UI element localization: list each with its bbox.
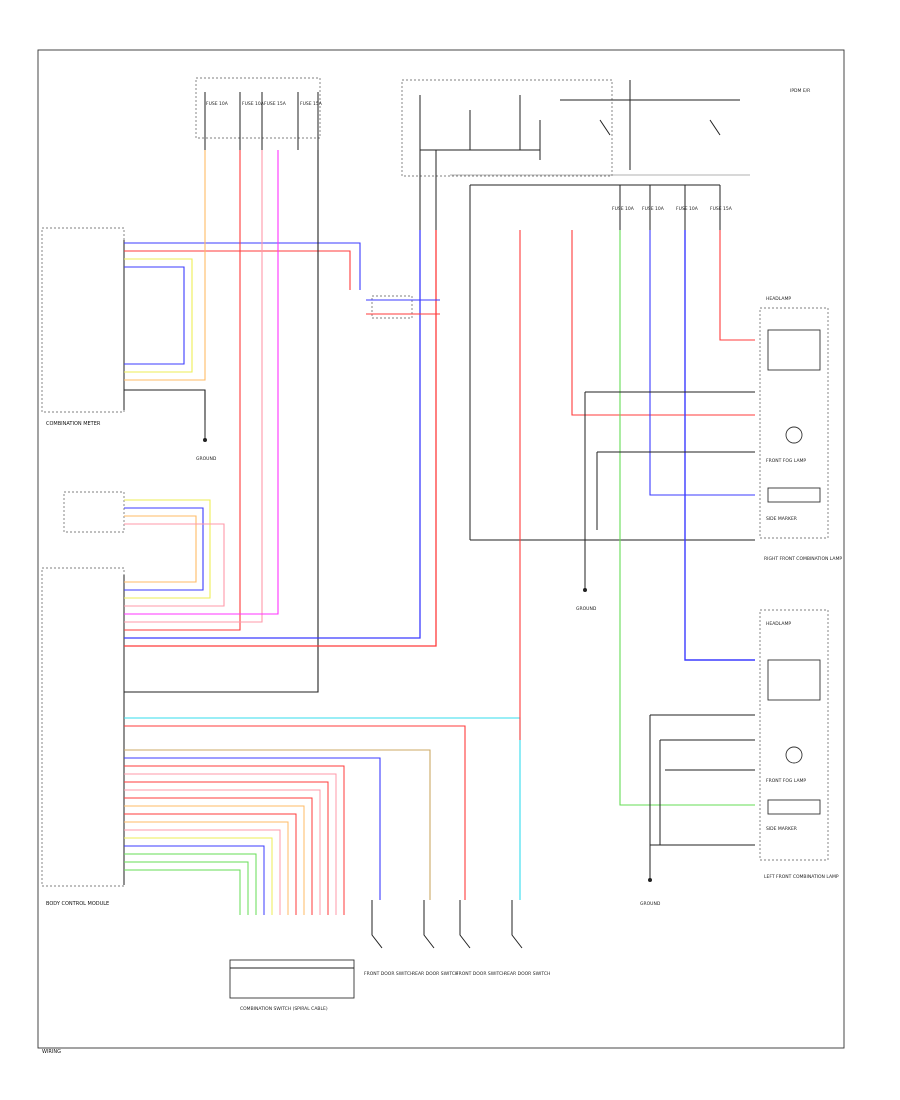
fuse-block-left	[195, 77, 321, 139]
bcm-switch-bundle	[124, 765, 345, 915]
combination-meter-label: COMBINATION METER	[46, 421, 101, 427]
ground-label-2: GROUND	[576, 606, 597, 612]
combination-switch: COMBINATION SWITCH (SPIRAL CABLE)	[229, 959, 355, 1012]
fuse-label-5: FUSE 10A	[206, 101, 229, 107]
wire-orange-meter	[124, 150, 206, 381]
door-switch-label-4: REAR DOOR SWITCH	[504, 971, 550, 977]
side-marker-right-label: SIDE MARKER	[766, 516, 797, 522]
combination-meter: COMBINATION METER	[41, 227, 125, 427]
door-switch-label-3: FRONT DOOR SWITCH	[456, 971, 506, 977]
ground-label-3: GROUND	[640, 901, 661, 907]
side-marker-left-label: SIDE MARKER	[766, 826, 797, 832]
door-switches: FRONT DOOR SWITCH REAR DOOR SWITCH FRONT…	[364, 900, 550, 977]
wire-magenta-fuse	[124, 150, 279, 615]
ground-label-1: GROUND	[196, 456, 217, 462]
left-front-lamp-label: LEFT FRONT COMBINATION LAMP	[764, 874, 839, 880]
wire-blue-loop	[124, 266, 185, 365]
wire-pink-fuse	[124, 150, 263, 623]
headlamp-right-label: HEADLAMP	[766, 296, 791, 302]
right-front-combination-lamp: HEADLAMP FRONT FOG LAMP SIDE MARKER RIGH…	[759, 296, 842, 562]
door-switch-label-1: FRONT DOOR SWITCH	[364, 971, 414, 977]
fuse-label-1: FUSE 10A	[612, 206, 635, 212]
ipdm-label: IPDM E/R	[790, 88, 810, 94]
body-control-module: BODY CONTROL MODULE	[41, 491, 125, 907]
fuse-label-3: FUSE 10A	[676, 206, 699, 212]
fog-left-label: FRONT FOG LAMP	[766, 778, 806, 784]
combination-switch-label: COMBINATION SWITCH (SPIRAL CABLE)	[240, 1006, 328, 1012]
wire-black-fuse	[124, 150, 319, 693]
ipdm-box	[401, 79, 613, 177]
top-fuse-area: FUSE 10A FUSE 10A FUSE 10A FUSE 15A FUSE…	[195, 77, 810, 230]
fuse-label-6: FUSE 10A	[242, 101, 265, 107]
wire-red-ipdm	[124, 230, 437, 647]
wire-blue-ipdm	[124, 230, 421, 639]
page-code: WIRING	[42, 1049, 61, 1055]
wire-yellow-meter	[124, 258, 193, 373]
fuse-label-4: FUSE 15A	[710, 206, 733, 212]
left-front-combination-lamp: HEADLAMP FRONT FOG LAMP SIDE MARKER LEFT…	[759, 609, 839, 880]
wire-green-fog	[619, 230, 755, 806]
headlamp-left-label: HEADLAMP	[766, 621, 791, 627]
diagram-frame	[37, 49, 845, 1049]
wire-blue-meter	[124, 242, 361, 290]
fuse-label-7: FUSE 15A	[264, 101, 287, 107]
wire-red-fuse	[124, 150, 241, 631]
wire-black-ground	[124, 389, 206, 420]
door-switch-label-2: REAR DOOR SWITCH	[412, 971, 458, 977]
right-front-lamp-label: RIGHT FRONT COMBINATION LAMP	[764, 556, 842, 562]
wire-red-meter	[124, 250, 351, 290]
fog-right-label: FRONT FOG LAMP	[766, 458, 806, 464]
fuse-label-2: FUSE 10A	[642, 206, 665, 212]
fuse-label-8: FUSE 15A	[300, 101, 323, 107]
bcm-label: BODY CONTROL MODULE	[46, 901, 109, 907]
